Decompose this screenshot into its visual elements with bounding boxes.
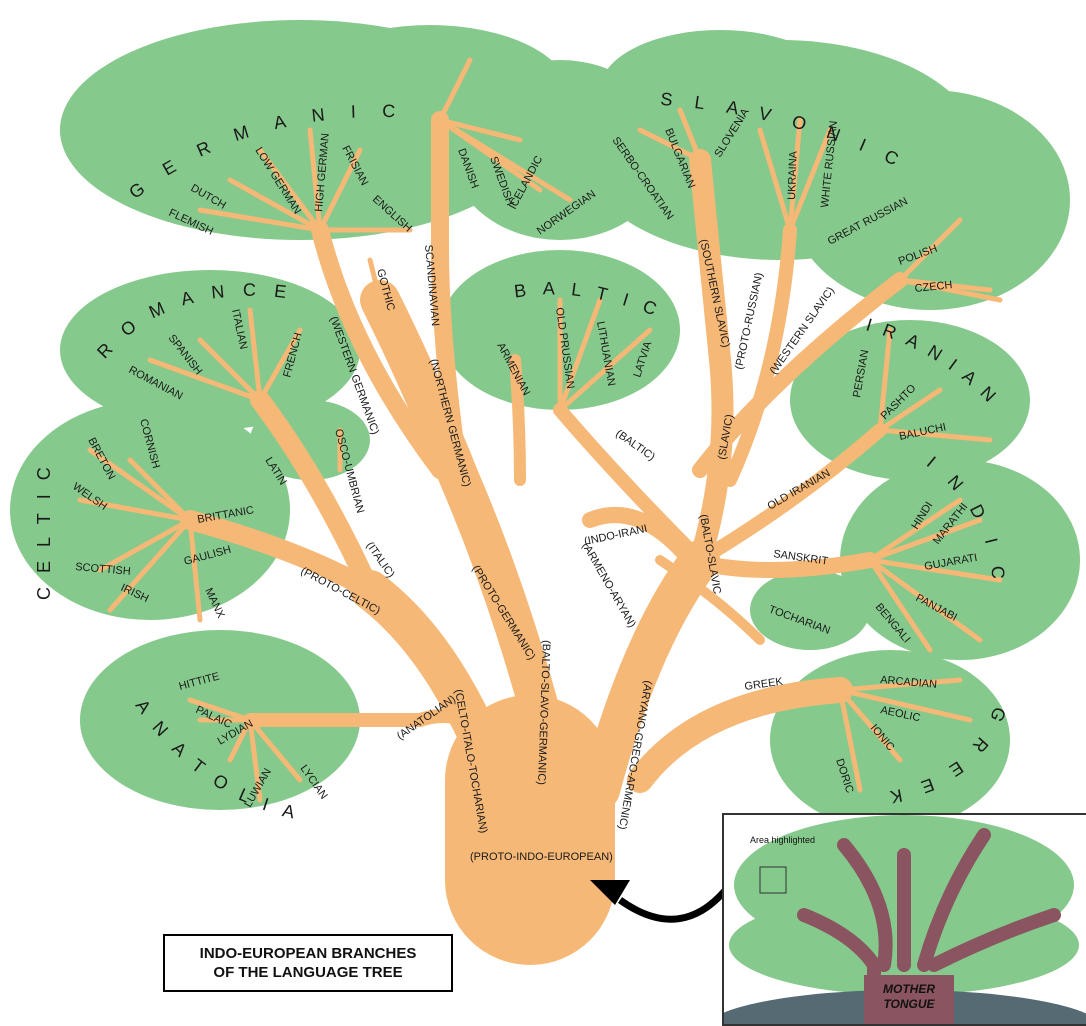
inset-tree-illustration: Area highlighted MOTHER TONGUE: [724, 815, 1086, 1024]
branch-armeno-aryan: (ARMENO-ARYAN): [579, 541, 637, 630]
branch-old-iranian: OLD IRANIAN: [766, 467, 833, 513]
branch-proto-russian: (PROTO-RUSSIAN): [733, 271, 765, 370]
mother-label: MOTHER: [883, 982, 935, 996]
diagram-title: INDO-EUROPEAN BRANCHES OF THE LANGUAGE T…: [163, 934, 453, 992]
root-label: (PROTO-INDO-EUROPEAN): [470, 851, 613, 863]
title-line-2: OF THE LANGUAGE TREE: [213, 963, 402, 982]
svg-text:CELTIC: CELTIC: [34, 453, 54, 600]
group-celtic: CELTIC: [34, 453, 54, 600]
title-line-1: INDO-EUROPEAN BRANCHES: [200, 944, 417, 963]
tongue-label: TONGUE: [883, 997, 935, 1011]
mother-tongue-inset: Area highlighted MOTHER TONGUE: [722, 813, 1086, 1026]
area-highlighted-label: Area highlighted: [750, 835, 815, 845]
branch-baltic: (BALTIC): [613, 428, 657, 464]
leaf-ukraina: UKRAINA: [786, 150, 800, 200]
